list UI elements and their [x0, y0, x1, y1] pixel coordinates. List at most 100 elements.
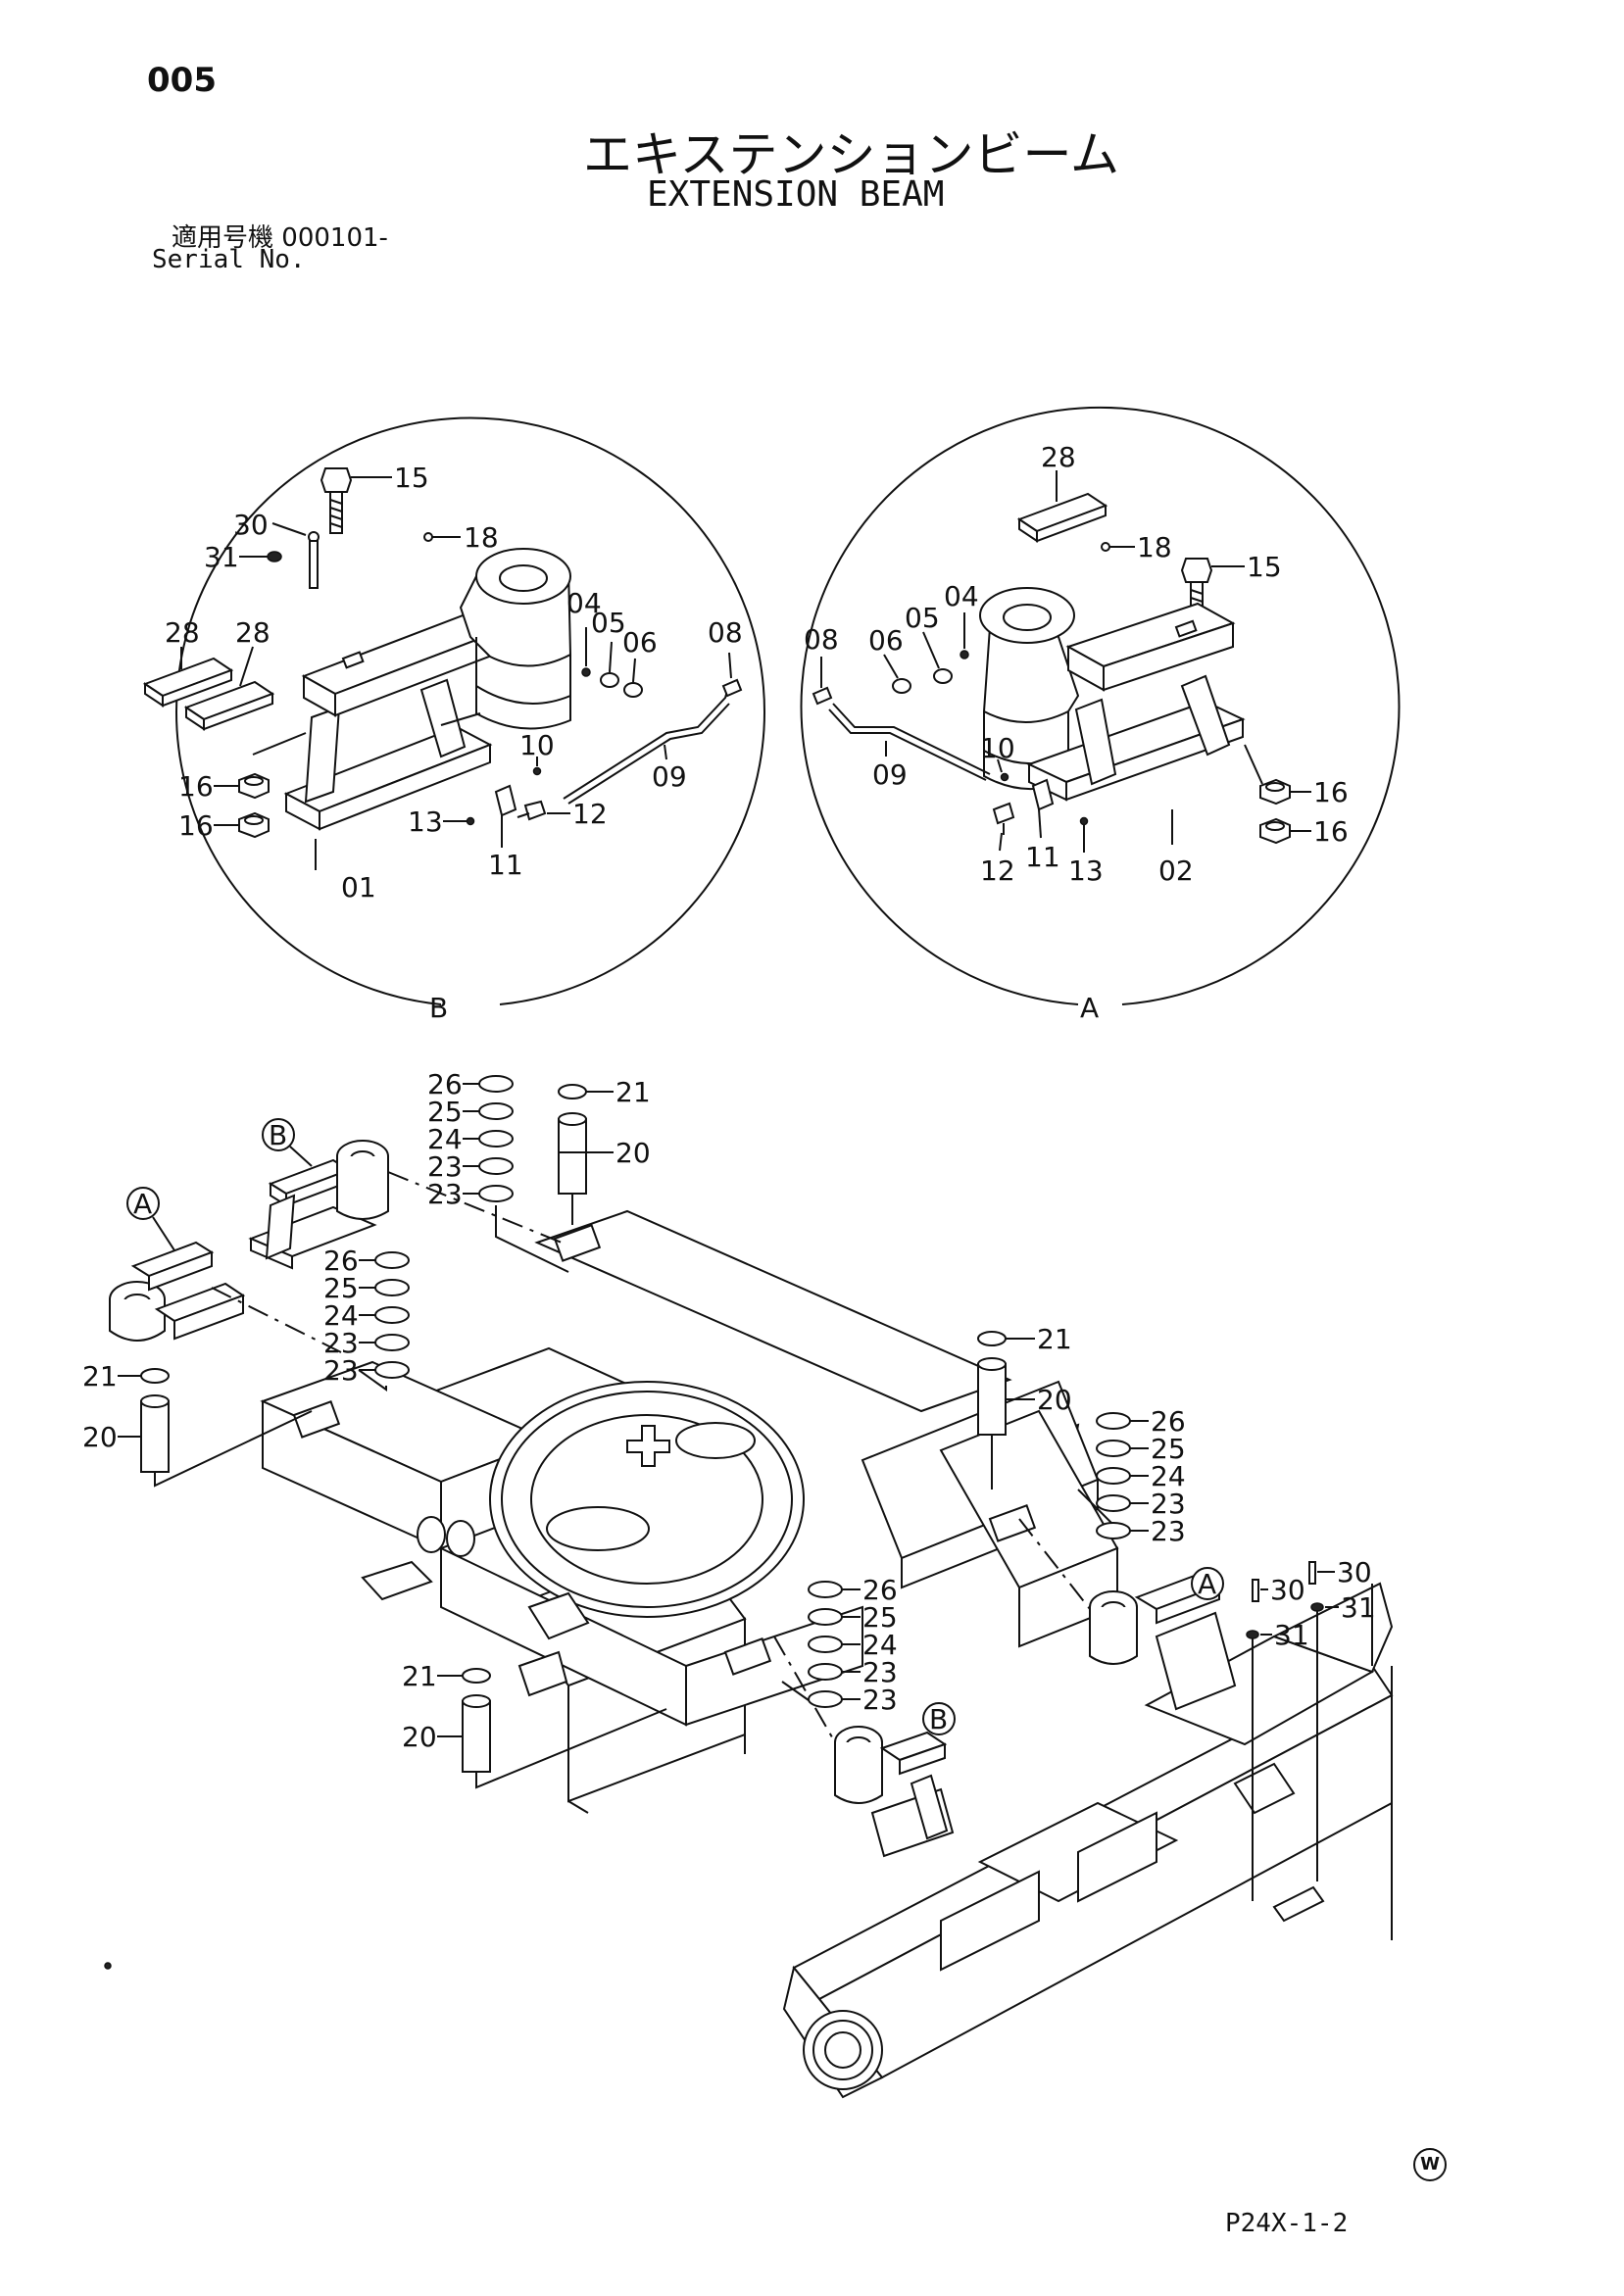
callout-05: 05 [905, 602, 940, 634]
title-english: EXTENSION BEAM [647, 174, 945, 215]
view-a-label: A [1080, 992, 1099, 1024]
callout-13: 13 [408, 806, 443, 838]
callout-24: 24 [427, 1123, 463, 1155]
serial-value: 000101- [281, 223, 388, 253]
shim-stack-2 [359, 1251, 410, 1379]
ref-a-right: A [1198, 1568, 1216, 1600]
serial-label-jp: 適用号機 [172, 223, 274, 253]
shim-stack-4 [808, 1581, 861, 1708]
shim-stack-3 [1096, 1412, 1149, 1539]
shim-28-left [142, 657, 234, 708]
callout-23: 23 [862, 1684, 898, 1716]
callout-20: 20 [615, 1137, 651, 1169]
track-frame-center [260, 1209, 1119, 1814]
callout-15: 15 [394, 462, 429, 494]
callout-18: 18 [1137, 531, 1172, 563]
callout-16-a: 16 [1313, 776, 1349, 808]
main-assembly: B A A [82, 1068, 1394, 2099]
callout-06: 06 [868, 624, 904, 657]
callout-11: 11 [1025, 841, 1060, 873]
callout-13: 13 [1068, 855, 1104, 887]
detail-circle-b [175, 416, 765, 1005]
callout-04: 04 [566, 587, 602, 619]
extension-beam-b-upper [248, 1140, 389, 1270]
shim-28 [1016, 492, 1108, 543]
w-mark-icon: W [1413, 2148, 1447, 2181]
callout-01: 01 [341, 871, 376, 904]
fitting-08 [812, 686, 833, 706]
callout-24: 24 [323, 1299, 359, 1332]
extension-beam-b-lower [834, 1726, 955, 1858]
plug-18 [423, 532, 433, 542]
page-number: 005 [147, 61, 217, 100]
o-ring-10 [532, 766, 542, 776]
callout-31: 31 [204, 541, 239, 573]
page-code: P24X-1-2 [1225, 2209, 1349, 2238]
callout-10: 10 [980, 732, 1015, 764]
callout-26: 26 [1151, 1405, 1186, 1438]
callout-26: 26 [862, 1574, 898, 1606]
callout-23: 23 [323, 1327, 359, 1359]
track-frame-side [782, 1582, 1394, 2099]
callout-26: 26 [427, 1068, 463, 1100]
callout-30-b: 30 [1337, 1556, 1372, 1588]
callout-25: 25 [1151, 1433, 1186, 1465]
pipe-09 [828, 703, 991, 781]
callout-16-b: 16 [178, 809, 214, 842]
callout-21: 21 [402, 1660, 437, 1692]
callout-28-a: 28 [165, 616, 200, 649]
extension-beam-02 [979, 587, 1246, 802]
callout-23: 23 [323, 1354, 359, 1387]
extension-beam-a-right [1089, 1572, 1237, 1711]
callout-21: 21 [615, 1076, 651, 1108]
plug-18 [1101, 542, 1110, 552]
callout-04: 04 [944, 580, 979, 612]
callout-31-a: 31 [1274, 1619, 1309, 1651]
callout-23: 23 [1151, 1515, 1186, 1547]
ref-a-upper: A [133, 1188, 152, 1220]
callout-24: 24 [1151, 1460, 1186, 1492]
callout-20: 20 [1037, 1384, 1072, 1416]
callout-11: 11 [488, 849, 523, 881]
detail-circle-a [800, 406, 1401, 1005]
bracket-11 [1031, 778, 1055, 811]
bolt-12 [992, 802, 1015, 835]
callout-25: 25 [427, 1096, 463, 1128]
pins-30-31 [1246, 1561, 1324, 1901]
callout-16-a: 16 [178, 770, 214, 803]
callout-08: 08 [708, 616, 743, 649]
nut-16-a [238, 772, 270, 800]
pipe-09 [563, 683, 730, 805]
nut-16-a [1259, 778, 1291, 806]
callout-12: 12 [980, 855, 1015, 887]
ref-a-upper-circle [126, 1187, 160, 1220]
washer-05 [600, 672, 619, 688]
washer-05 [933, 668, 953, 684]
cap-06 [623, 682, 643, 698]
bolt-12 [517, 800, 547, 821]
o-ring-10 [1000, 772, 1009, 782]
callout-05: 05 [591, 607, 626, 639]
extension-beam-01 [283, 548, 572, 831]
cotter-pin-31 [267, 551, 282, 562]
ref-b-lower: B [929, 1703, 948, 1735]
callout-10: 10 [519, 729, 555, 761]
stray-dot [104, 1962, 112, 1970]
nut-16-b [238, 811, 270, 839]
pin-30 [308, 531, 320, 589]
detail-view-a: A 28 18 15 [800, 406, 1401, 1024]
nipple-04 [581, 667, 591, 677]
fitting-08 [721, 678, 743, 698]
callout-16-b: 16 [1313, 815, 1349, 848]
callout-09: 09 [652, 760, 687, 793]
callout-28-b: 28 [235, 616, 271, 649]
nipple-04 [960, 650, 969, 659]
title-japanese: エキステンションビーム [583, 126, 1119, 183]
serial-line: 適用号機 000101- [172, 218, 388, 254]
pin-stack-1 [558, 1084, 587, 1225]
bracket-11 [494, 784, 517, 817]
cap-06 [892, 678, 911, 694]
callout-28: 28 [1041, 441, 1076, 473]
callout-30-a: 30 [1270, 1574, 1305, 1606]
